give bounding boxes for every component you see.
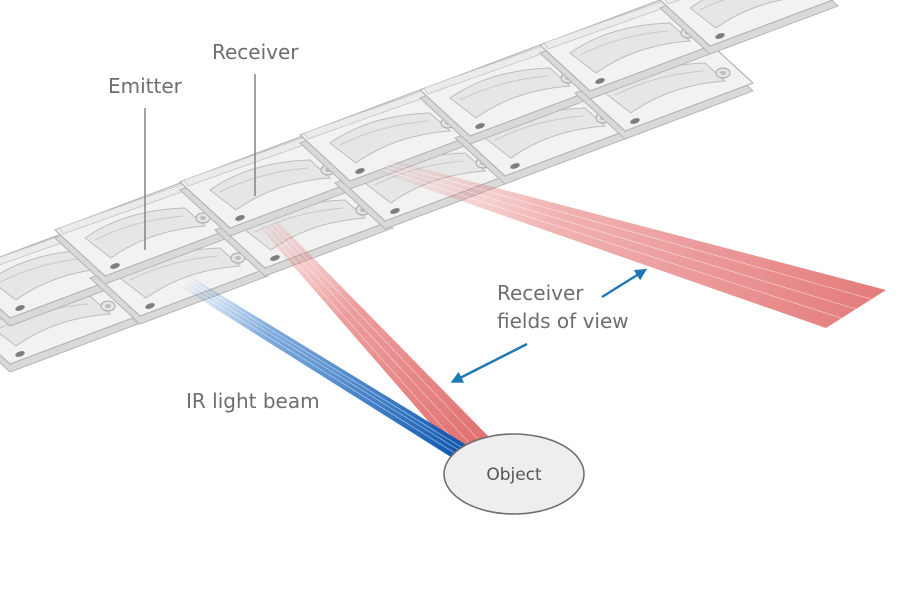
receiver-label: Receiver: [212, 40, 299, 64]
arrow-to-far-field: [601, 268, 648, 299]
ir-light-beam: [176, 276, 478, 464]
emitter-label: Emitter: [108, 74, 183, 98]
ir-beam-label: IR light beam: [186, 389, 320, 413]
arrow-to-near-field: [450, 342, 528, 383]
receiver-fov-label-line1: Receiver: [497, 281, 584, 305]
receiver-fov-label-line2: fields of view: [497, 309, 629, 333]
object-label: Object: [486, 465, 542, 485]
receiver-field-of-view-far: [378, 160, 886, 328]
object-shape: Object: [443, 433, 585, 515]
receiver-field-of-view-near: [262, 222, 490, 452]
